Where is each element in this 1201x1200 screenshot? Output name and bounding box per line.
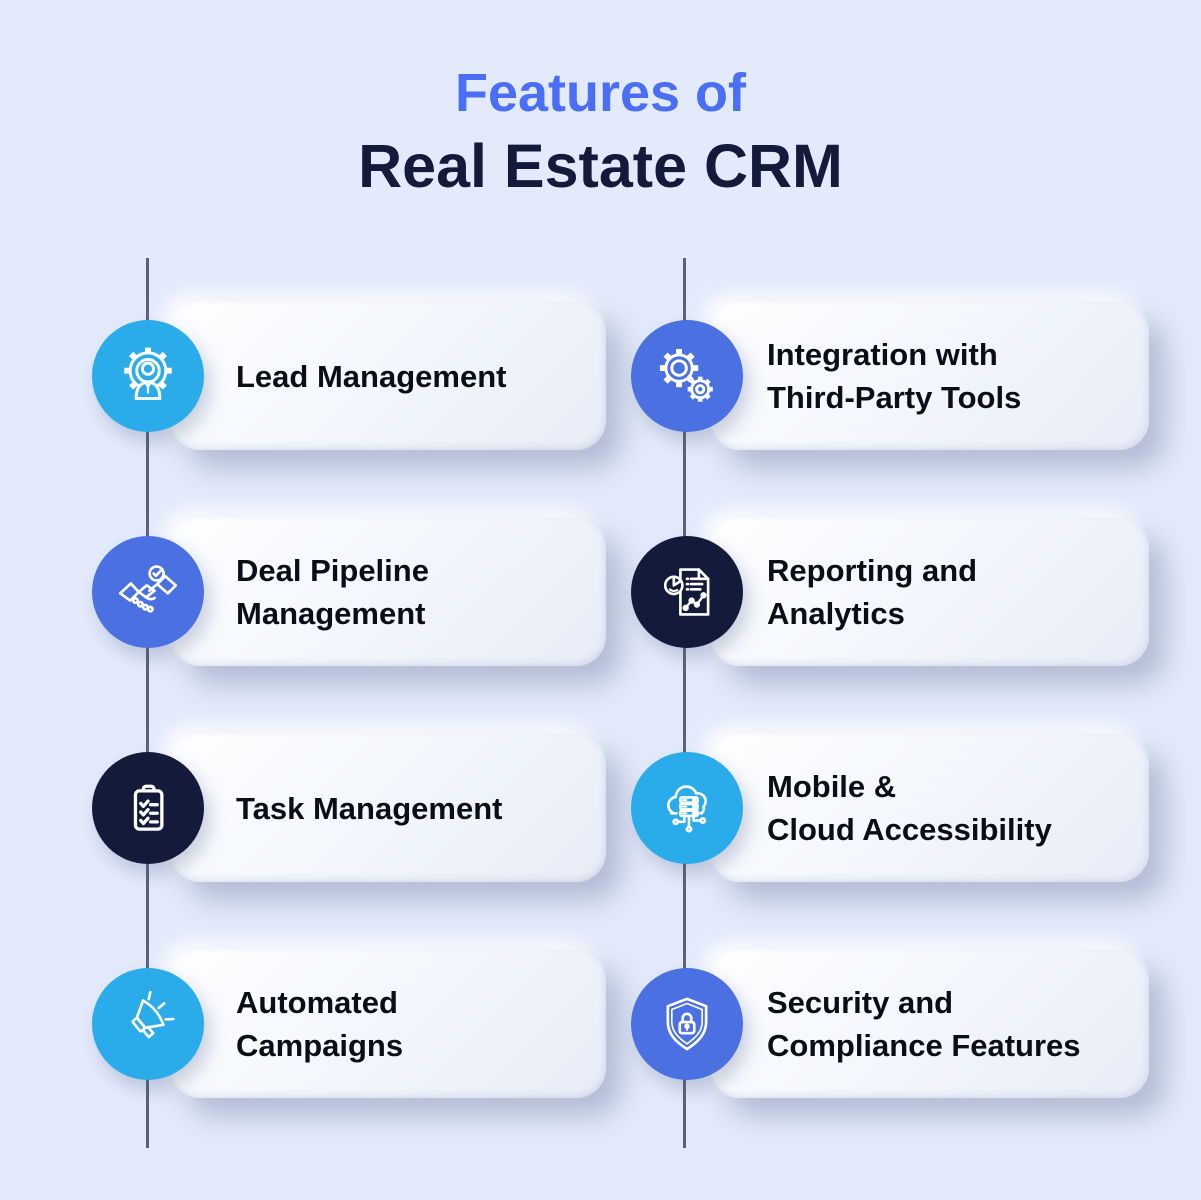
feature-lead-management: Lead Management xyxy=(92,302,606,450)
feature-integration-third-party: Integration with Third-Party Tools xyxy=(631,302,1149,450)
feature-label-line: Campaigns xyxy=(236,1028,404,1063)
icon-badge xyxy=(631,320,743,432)
icon-badge xyxy=(92,968,204,1080)
feature-card: Lead Management xyxy=(170,302,606,450)
icon-badge xyxy=(92,320,204,432)
feature-card: Security and Compliance Features xyxy=(710,950,1149,1098)
feature-card: Deal Pipeline Management xyxy=(170,518,606,666)
gears-icon xyxy=(659,348,713,402)
feature-label-line: Lead Management xyxy=(236,358,507,394)
feature-label-line: Integration with xyxy=(767,337,998,372)
feature-label: Security and Compliance Features xyxy=(767,981,1081,1067)
feature-card: Mobile & Cloud Accessibility xyxy=(710,734,1149,882)
title-line-2: Real Estate CRM xyxy=(358,132,843,201)
icon-badge xyxy=(92,536,204,648)
icon-badge xyxy=(631,968,743,1080)
icon-badge xyxy=(631,752,743,864)
icon-badge xyxy=(631,536,743,648)
feature-automated-campaigns: Automated Campaigns xyxy=(92,950,606,1098)
feature-label-line: Compliance Features xyxy=(767,1028,1081,1063)
feature-label: Mobile & Cloud Accessibility xyxy=(767,765,1052,851)
title-line-1: Features of xyxy=(454,63,747,123)
feature-task-management: Task Management xyxy=(92,734,606,882)
feature-label-line: Cloud Accessibility xyxy=(767,812,1052,847)
report-analytics-icon xyxy=(663,568,710,616)
cloud-server-icon xyxy=(667,785,707,833)
feature-card: Task Management xyxy=(170,734,606,882)
feature-label-line: Deal Pipeline xyxy=(236,553,429,588)
feature-card: Integration with Third-Party Tools xyxy=(710,302,1149,450)
feature-label: Deal Pipeline Management xyxy=(236,549,429,635)
feature-label: Task Management xyxy=(236,787,502,830)
feature-card: Automated Campaigns xyxy=(170,950,606,1098)
connector-line-right xyxy=(683,258,686,1148)
feature-label-line: Security and xyxy=(767,985,954,1020)
feature-label-line: Reporting and xyxy=(767,553,978,588)
feature-label: Automated Campaigns xyxy=(236,981,403,1067)
shield-lock-icon xyxy=(666,997,708,1051)
icon-badge xyxy=(92,752,204,864)
connector-line-left xyxy=(146,258,149,1148)
feature-label-line: Analytics xyxy=(767,596,905,631)
feature-card: Reporting and Analytics xyxy=(710,518,1149,666)
feature-security-compliance: Security and Compliance Features xyxy=(631,950,1149,1098)
feature-mobile-cloud: Mobile & Cloud Accessibility xyxy=(631,734,1149,882)
feature-label-line: Management xyxy=(236,596,426,631)
feature-label: Reporting and Analytics xyxy=(767,549,977,635)
clipboard-checklist-icon xyxy=(133,784,164,831)
feature-label-line: Task Management xyxy=(236,790,503,826)
handshake-check-icon xyxy=(118,565,178,613)
feature-label-line: Mobile & xyxy=(767,769,897,804)
person-gear-icon xyxy=(124,347,172,400)
feature-label-line: Automated xyxy=(236,985,398,1020)
feature-deal-pipeline: Deal Pipeline Management xyxy=(92,518,606,666)
feature-label: Integration with Third-Party Tools xyxy=(767,333,1021,419)
feature-label: Lead Management xyxy=(236,355,506,398)
feature-reporting-analytics: Reporting and Analytics xyxy=(631,518,1149,666)
page-title: Features of Real Estate CRM xyxy=(0,63,1201,201)
feature-label-line: Third-Party Tools xyxy=(767,380,1022,415)
megaphone-icon xyxy=(131,991,175,1039)
